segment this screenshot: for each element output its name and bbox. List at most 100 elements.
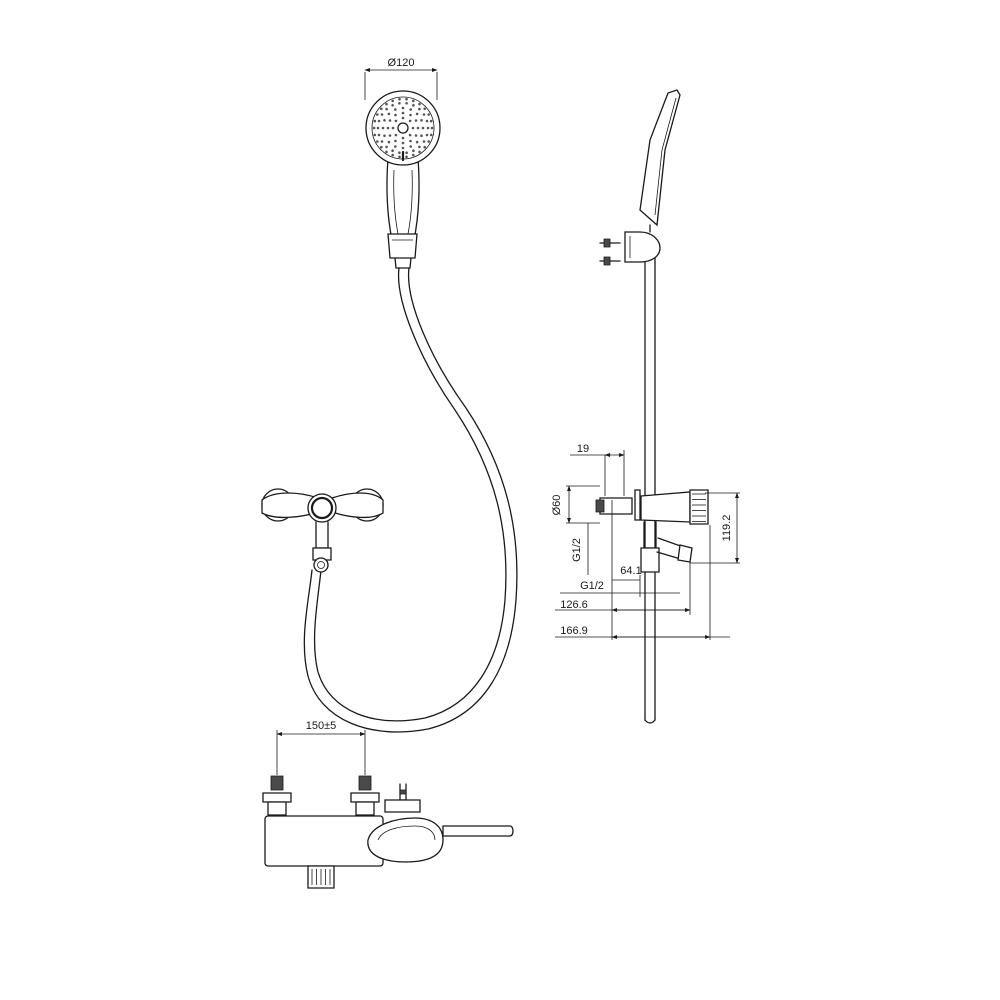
nozzle-dot — [387, 112, 391, 116]
nozzle-dot — [415, 140, 419, 144]
nozzle-dot — [401, 111, 405, 115]
nozzle-dot — [422, 113, 426, 116]
nozzle-dot — [391, 153, 395, 157]
nozzle-dot — [394, 119, 398, 123]
side-view-rail — [595, 89, 709, 724]
nozzle-dot — [394, 139, 397, 143]
shower-handle — [386, 157, 420, 241]
nozzle-dot — [423, 107, 427, 111]
nozzle-dot — [405, 155, 408, 159]
nozzle-dot — [387, 140, 391, 144]
nozzle-dot — [388, 134, 392, 137]
nozzle-dot — [383, 134, 386, 137]
escutcheon-diameter-label: Ø60 — [551, 495, 563, 516]
nozzle-dot — [401, 106, 405, 110]
nozzle-dot — [398, 155, 401, 159]
nozzle-dot — [388, 119, 392, 122]
nozzle-dot — [383, 119, 386, 122]
nozzle-dot — [427, 140, 431, 143]
mixer-front-view — [261, 488, 384, 573]
nozzle-dot — [422, 140, 426, 143]
nozzle-dot — [420, 119, 423, 122]
nozzle-dot — [380, 140, 384, 143]
nozzle-dot — [405, 102, 408, 105]
nozzle-dot — [418, 107, 421, 111]
nozzle-dot — [429, 119, 433, 123]
nozzle-dot — [418, 145, 421, 149]
nozzle-dot — [412, 153, 415, 157]
nozzle-dot — [373, 119, 377, 123]
shower-hose — [303, 267, 518, 733]
nozzle-dot — [401, 141, 405, 145]
nozzle-dot — [409, 139, 412, 143]
nozzle-dot — [416, 126, 420, 130]
nozzle-dot — [401, 116, 405, 120]
hand-shower-front-view: Ø120 — [364, 57, 441, 269]
nozzle-dot — [394, 113, 397, 117]
nozzle-dot — [412, 99, 415, 103]
nozzle-dot — [398, 97, 401, 101]
nozzle-dot — [425, 133, 429, 137]
side-view-dimensions: 19 Ø60 G1/2 64.1 G1/2 126.6 166.9 119.2 — [551, 443, 740, 640]
nozzle-dot — [381, 126, 385, 130]
mixer-side-body — [640, 491, 691, 523]
nozzle-dot — [391, 126, 395, 130]
spout-offset-label: 64.1 — [620, 565, 641, 577]
horizontal-thread-label: G1/2 — [580, 580, 604, 592]
nozzle-dot — [418, 102, 421, 106]
nozzle-dot — [398, 102, 401, 105]
rail-holder-side — [624, 231, 661, 263]
nozzle-dot — [426, 126, 430, 130]
nozzle-dot — [430, 126, 434, 130]
nozzle-dot — [409, 145, 413, 148]
nozzle-dot — [394, 145, 397, 148]
nozzle-dot — [394, 133, 398, 137]
nozzle-dot — [411, 126, 415, 130]
nozzle-dot — [401, 136, 405, 140]
nozzle-dot — [385, 150, 388, 154]
nozzle-dot — [386, 126, 390, 130]
nozzle-dot — [405, 151, 408, 154]
nozzle-dot — [429, 133, 433, 137]
mixer-top-view: 150±5 — [262, 720, 514, 889]
nozzle-dot — [394, 108, 397, 111]
nozzle-dot — [380, 113, 384, 116]
nozzle-dot — [415, 112, 419, 116]
nozzle-dot — [377, 119, 381, 123]
nozzle-dot — [427, 113, 431, 116]
nozzle-dot — [385, 102, 388, 106]
overall-depth-label: 166.9 — [560, 625, 588, 637]
nozzle-dot — [391, 99, 395, 103]
nozzle-dot — [408, 119, 412, 123]
handle-ribs — [692, 493, 706, 522]
nozzle-dot — [376, 126, 380, 130]
hand-shower-side — [639, 89, 681, 227]
nozzle-dot — [377, 133, 381, 137]
wall-offset-label: 19 — [577, 443, 589, 455]
head-diameter-label: Ø120 — [388, 57, 415, 69]
nozzle-dot — [380, 107, 383, 111]
spray-nozzles — [372, 97, 434, 159]
inlet-spacing-label: 150±5 — [306, 720, 337, 732]
nozzle-dot — [398, 151, 401, 154]
nozzle-dot — [405, 97, 408, 101]
nozzle-dot — [372, 126, 376, 130]
nozzle-dot — [391, 104, 394, 107]
vertical-thread-label: G1/2 — [571, 538, 583, 562]
nozzle-dot — [412, 104, 415, 107]
nozzle-dot — [380, 145, 383, 149]
shower-holder — [387, 233, 418, 259]
nozzle-dot — [418, 150, 421, 154]
nozzle-dot — [373, 133, 377, 137]
nozzle-dot — [409, 108, 413, 111]
handle-depth-label: 126.6 — [560, 599, 588, 611]
nozzle-dot — [425, 119, 429, 123]
nozzle-dot — [401, 146, 405, 150]
body-height-label: 119.2 — [721, 515, 733, 542]
nozzle-dot — [421, 126, 425, 130]
nozzle-dot — [408, 133, 412, 137]
nozzle-dot — [414, 119, 418, 122]
nozzle-dot — [412, 149, 415, 152]
nozzle-dot — [385, 145, 388, 149]
